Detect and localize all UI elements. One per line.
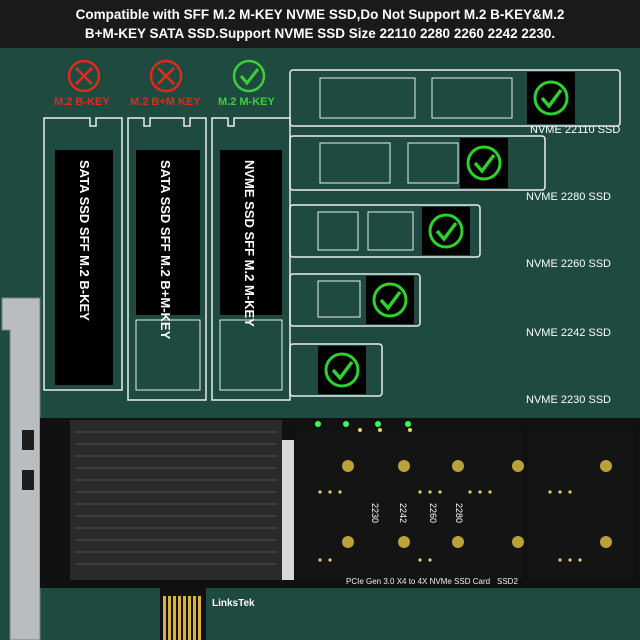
ssd-2230 (289, 343, 383, 397)
brand-logo: LinksTek (212, 598, 255, 609)
m-key-card-outline (211, 117, 291, 401)
slot-mark-2242: 2242 (398, 503, 408, 523)
m-key-card-chip (220, 150, 282, 315)
check-icon (318, 346, 366, 394)
check-icon (232, 59, 266, 93)
b-key-card-outline (43, 117, 123, 391)
ssd-2242 (289, 273, 421, 327)
size-label-22110: NVME 22110 SSD (530, 124, 621, 136)
ssd-22110 (289, 69, 621, 127)
check-icon (527, 72, 575, 124)
slot-mark-2230: 2230 (370, 503, 380, 523)
key-label-bm: M.2 B+M KEY (130, 96, 201, 108)
check-icon (460, 138, 508, 188)
slot-mark-2280: 2280 (454, 503, 464, 523)
board-silkscreen: PCIe Gen 3.0 X4 to 4X NVMe SSD Card (346, 577, 490, 586)
gold-finger (163, 596, 201, 640)
cross-icon (149, 59, 183, 93)
slot-mark-2260: 2260 (428, 503, 438, 523)
heatsink (70, 420, 282, 580)
header-banner: Compatible with SFF M.2 M-KEY NVME SSD,D… (0, 0, 640, 48)
check-icon (366, 276, 414, 324)
key-label-m: M.2 M-KEY (218, 96, 275, 108)
pcie-bracket (1, 297, 41, 640)
size-label-2260: NVME 2260 SSD (526, 258, 611, 270)
ssd-2260 (289, 204, 481, 258)
ssd-2280 (289, 135, 546, 191)
banner-line-2: B+M-KEY SATA SSD.Support NVME SSD Size 2… (84, 26, 556, 41)
size-label-2280: NVME 2280 SSD (526, 191, 611, 203)
b-key-card-chip (55, 150, 113, 385)
m-key-card-text: NVME SSD SFF M.2 M-KEY (242, 160, 257, 327)
bm-key-card-text: SATA SSD SFF M.2 B+M-KEY (158, 160, 173, 340)
banner-line-1: Compatible with SFF M.2 M-KEY NVME SSD,D… (75, 7, 565, 22)
check-icon (422, 207, 470, 255)
size-label-2230: NVME 2230 SSD (526, 394, 611, 406)
cross-icon (67, 59, 101, 93)
bm-key-card-outline (127, 117, 207, 401)
ssd-tag: SSD2 (497, 577, 518, 586)
size-label-2242: NVME 2242 SSD (526, 327, 611, 339)
key-label-b: M.2 B-KEY (54, 96, 110, 108)
b-key-card-text: SATA SSD SFF M.2 B-KEY (77, 160, 92, 321)
bm-key-card-chip (136, 150, 200, 315)
